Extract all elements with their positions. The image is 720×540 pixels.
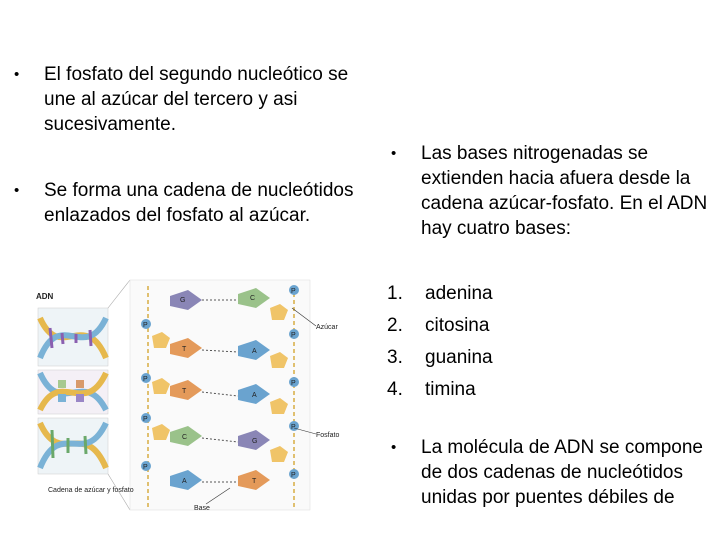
list-text: timina	[425, 379, 476, 400]
list-number: 1.	[387, 283, 403, 304]
base-label: T	[182, 388, 187, 395]
sugar-group	[152, 304, 288, 462]
base-pair: T A	[170, 380, 270, 404]
bullet-symbol: •	[14, 182, 20, 199]
helix-panel	[37, 307, 109, 367]
phosphate-label: P	[291, 472, 296, 479]
bullet-text: La molécula de ADN se compone de dos cad…	[421, 437, 703, 508]
chain-caption: Cadena de azúcar y fosfato	[48, 487, 134, 494]
list-number: 2.	[387, 315, 403, 336]
phosphate-label: P	[143, 416, 148, 423]
phosphate-label: P	[143, 322, 148, 329]
base-pair: G C	[170, 288, 270, 310]
base-label: T	[182, 346, 187, 353]
list-text: guanina	[425, 347, 493, 368]
bullet-text: Se forma una cadena de nucleótidos enlaz…	[44, 180, 354, 226]
list-text: citosina	[425, 315, 490, 336]
list-item: 3. guanina	[387, 342, 493, 374]
bullet-text: El fosfato del segundo nucleótico se une…	[44, 64, 349, 135]
base-caption: Base	[194, 505, 210, 512]
phosphate-label: P	[143, 464, 148, 471]
sugar-label: Azúcar	[316, 324, 338, 331]
base-pair: T A	[170, 338, 270, 360]
phosphate-label: P	[291, 424, 296, 431]
list-number: 3.	[387, 347, 403, 368]
diagram-title: ADN	[36, 292, 54, 301]
phosphate-group: P P P P P P P P P	[141, 285, 299, 479]
base-label: A	[252, 348, 257, 355]
base-label: G	[180, 297, 185, 304]
bullet-symbol: •	[391, 145, 397, 162]
base-label: A	[182, 478, 187, 485]
helix-panel	[37, 417, 109, 475]
phosphate-caption: Fosfato	[316, 432, 339, 439]
bullet-symbol: •	[391, 439, 397, 456]
phosphate-label: P	[143, 376, 148, 383]
phosphate-label: P	[291, 288, 296, 295]
list-number: 4.	[387, 379, 403, 400]
base-label: C	[250, 295, 255, 302]
base-label: A	[252, 392, 257, 399]
phosphate-label: P	[291, 380, 296, 387]
bullet-symbol: •	[14, 66, 20, 83]
base-pair: C G	[170, 426, 270, 450]
phosphate-label: P	[291, 332, 296, 339]
base-label: G	[252, 438, 257, 445]
list-item: 1. adenina	[387, 278, 493, 310]
bases-list: 1. adenina 2. citosina 3. guanina 4. timina	[387, 278, 493, 406]
list-item: 4. timina	[387, 374, 493, 406]
dna-diagram: ADN G C T A T	[36, 279, 339, 512]
base-pair: A T	[170, 470, 270, 490]
base-label: T	[252, 478, 257, 485]
helix-panel	[37, 369, 109, 415]
list-item: 2. citosina	[387, 310, 493, 342]
list-text: adenina	[425, 283, 493, 304]
base-label: C	[182, 434, 187, 441]
bullet-text: Las bases nitrogenadas se extienden haci…	[421, 143, 708, 239]
